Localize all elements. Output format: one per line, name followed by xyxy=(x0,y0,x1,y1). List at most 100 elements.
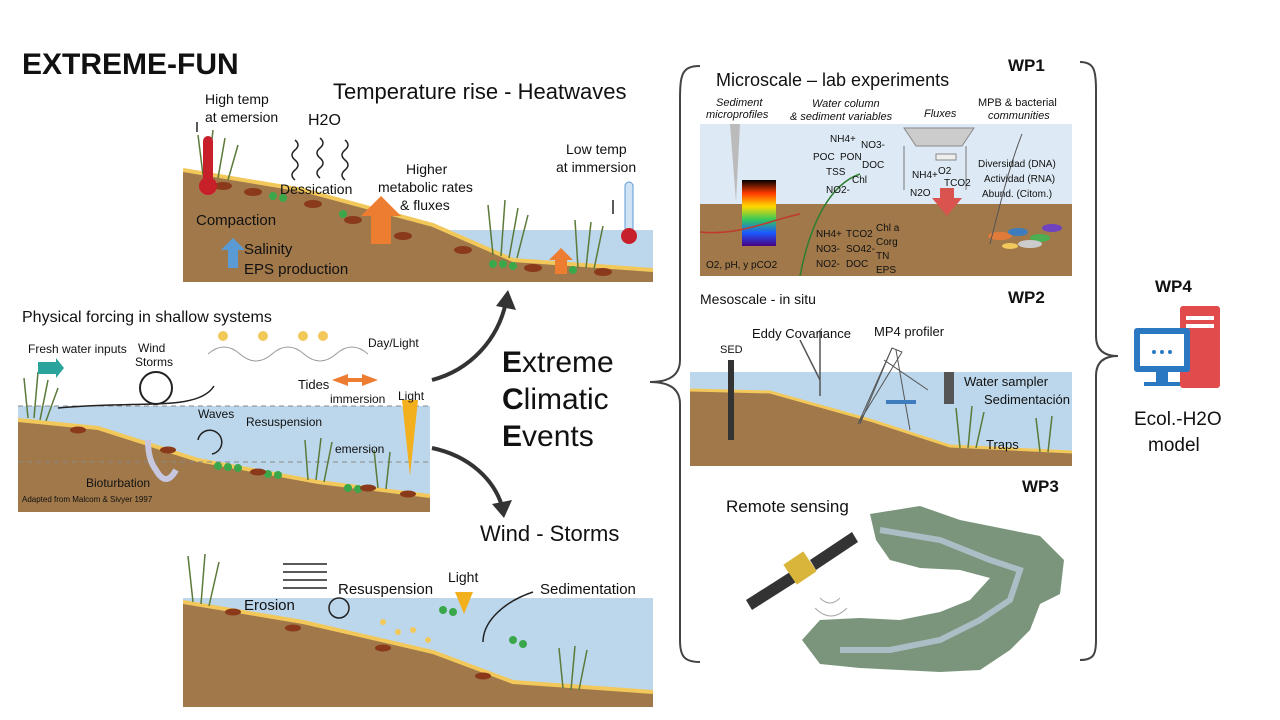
physical-heading: Physical forcing in shallow systems xyxy=(22,309,272,326)
waves-label: Waves xyxy=(198,407,235,421)
wv-doc: DOC xyxy=(862,160,885,171)
sv-eps: EPS xyxy=(876,265,897,276)
wp2-scene xyxy=(690,330,1072,466)
wp1-col1-2: microprofiles xyxy=(706,109,769,121)
metabolic-label-1: Higher xyxy=(406,161,448,177)
wp2-traps: Traps xyxy=(986,437,1019,452)
heatwave-panel xyxy=(183,130,653,282)
fresh-water-label: Fresh water inputs xyxy=(28,342,127,356)
line3-initial: E xyxy=(502,420,523,453)
tides-label: Tides xyxy=(298,377,330,392)
metabolic-label-3: & fluxes xyxy=(400,197,450,213)
wp4-model-1: Ecol.-H2O xyxy=(1134,409,1222,430)
wp1-col4-1: MPB & bacterial xyxy=(978,97,1057,109)
high-temp-label-1: High temp xyxy=(205,91,269,107)
emersion-label: emersion xyxy=(335,442,385,456)
wind-storms-heading: Wind - Storms xyxy=(480,521,620,546)
wv-poc: POC xyxy=(813,152,835,163)
fv-n2o: N2O xyxy=(910,188,931,199)
wp2-sed: SED xyxy=(720,344,743,356)
wp2-heading: Mesoscale - in situ xyxy=(700,291,816,307)
light-label-physical: Light xyxy=(398,389,425,403)
climatic-events-line2: Climatic xyxy=(502,383,609,416)
wp1-col2-1: Water column xyxy=(812,98,880,110)
heatwave-scene xyxy=(183,130,653,282)
wind-erosion-label: Erosion xyxy=(244,597,295,614)
fv-o2: O2 xyxy=(938,166,952,177)
high-temp-label-2: at emersion xyxy=(205,109,279,125)
wp1-col2-2: & sediment variables xyxy=(790,111,893,123)
fv-nh4: NH4+ xyxy=(912,170,938,181)
wind-storms-label-1: Wind xyxy=(138,341,166,355)
compaction-label: Compaction xyxy=(196,212,277,229)
immersion-label: immersion xyxy=(330,392,386,406)
community-dna: Diversidad (DNA) xyxy=(978,159,1056,170)
climatic-events-line1: Extreme xyxy=(502,346,614,379)
wind-storms-label-2: Storms xyxy=(135,355,174,369)
h2o-label: H2O xyxy=(308,112,341,129)
metabolic-label-2: metabolic rates xyxy=(378,179,473,195)
line2-rest: limatic xyxy=(523,383,609,416)
wind-scene xyxy=(183,553,653,707)
sv-tn: TN xyxy=(876,251,890,262)
line2-initial: C xyxy=(502,383,524,416)
wp2-eddy: Eddy Covariance xyxy=(752,326,851,341)
page-title: EXTREME-FUN xyxy=(22,48,239,81)
wp1-col1-1: Sediment xyxy=(716,97,763,109)
wp2-panel xyxy=(690,320,1072,466)
salinity-label: Salinity xyxy=(244,241,293,258)
community-rna: Actividad (RNA) xyxy=(984,174,1056,185)
wp2-sedimentacion: Sedimentación xyxy=(984,392,1070,407)
wind-storms-panel xyxy=(183,552,653,707)
wp2-mp4: MP4 profiler xyxy=(874,324,945,339)
heatwave-heading: Temperature rise - Heatwaves xyxy=(333,79,627,104)
wind-resuspension-label: Resuspension xyxy=(338,581,434,598)
dessication-label: Dessication xyxy=(280,181,353,197)
line3-rest: vents xyxy=(522,420,594,453)
credit-label: Adapted from Malcom & Sivyer 1997 xyxy=(22,495,153,504)
wp1-col4-2: communities xyxy=(988,110,1050,122)
day-light-label: Day/Light xyxy=(368,336,419,350)
wp1-label: WP1 xyxy=(1008,56,1045,75)
wv-no2: NO2- xyxy=(826,185,850,196)
line1-rest: xtreme xyxy=(522,346,614,379)
wp3-heading: Remote sensing xyxy=(726,497,849,516)
sv-tco2: TCO2 xyxy=(846,229,873,240)
wv-pon: PON xyxy=(840,152,862,163)
wp4-label: WP4 xyxy=(1155,277,1192,296)
sv-nh4: NH4+ xyxy=(816,229,842,240)
wp1-panel xyxy=(700,124,1072,276)
wv-tss: TSS xyxy=(826,167,846,178)
wp1-heading: Microscale – lab experiments xyxy=(716,70,950,90)
low-temp-label-2: at immersion xyxy=(556,159,637,175)
physical-scene xyxy=(18,331,430,512)
wp1-scene xyxy=(700,124,1072,276)
physical-forcing-panel xyxy=(18,300,430,512)
wp4-model-2: model xyxy=(1148,435,1200,456)
wp2-water-sampler: Water sampler xyxy=(964,374,1049,389)
sv-doc: DOC xyxy=(846,259,869,270)
wind-light-label: Light xyxy=(448,569,479,585)
profile-label: O2, pH, y pCO2 xyxy=(706,260,778,271)
fv-tco2: TCO2 xyxy=(944,178,971,189)
wv-chl: Chl xyxy=(852,175,868,186)
sv-chla: Chl a xyxy=(876,223,900,234)
resuspension-label-physical: Resuspension xyxy=(246,415,323,429)
wv-nh4: NH4+ xyxy=(830,134,856,145)
community-citom: Abund. (Citom.) xyxy=(982,189,1053,200)
wv-no3: NO3- xyxy=(861,140,885,151)
satellite-icon xyxy=(746,532,858,610)
bioturbation-label: Bioturbation xyxy=(86,476,151,490)
wp3-label: WP3 xyxy=(1022,477,1059,496)
sv-no2: NO2- xyxy=(816,259,840,270)
wp2-label: WP2 xyxy=(1008,288,1045,307)
line1-initial: E xyxy=(502,346,523,379)
sv-corg: Corg xyxy=(876,237,898,248)
wp1-col3: Fluxes xyxy=(924,108,957,120)
low-temp-label-1: Low temp xyxy=(566,141,627,157)
eps-label: EPS production xyxy=(244,261,349,278)
sv-no3: NO3- xyxy=(816,244,840,255)
sv-so4: SO42- xyxy=(846,244,875,255)
climatic-events-line3: Events xyxy=(502,420,594,453)
wind-sedimentation-label: Sedimentation xyxy=(540,581,636,598)
